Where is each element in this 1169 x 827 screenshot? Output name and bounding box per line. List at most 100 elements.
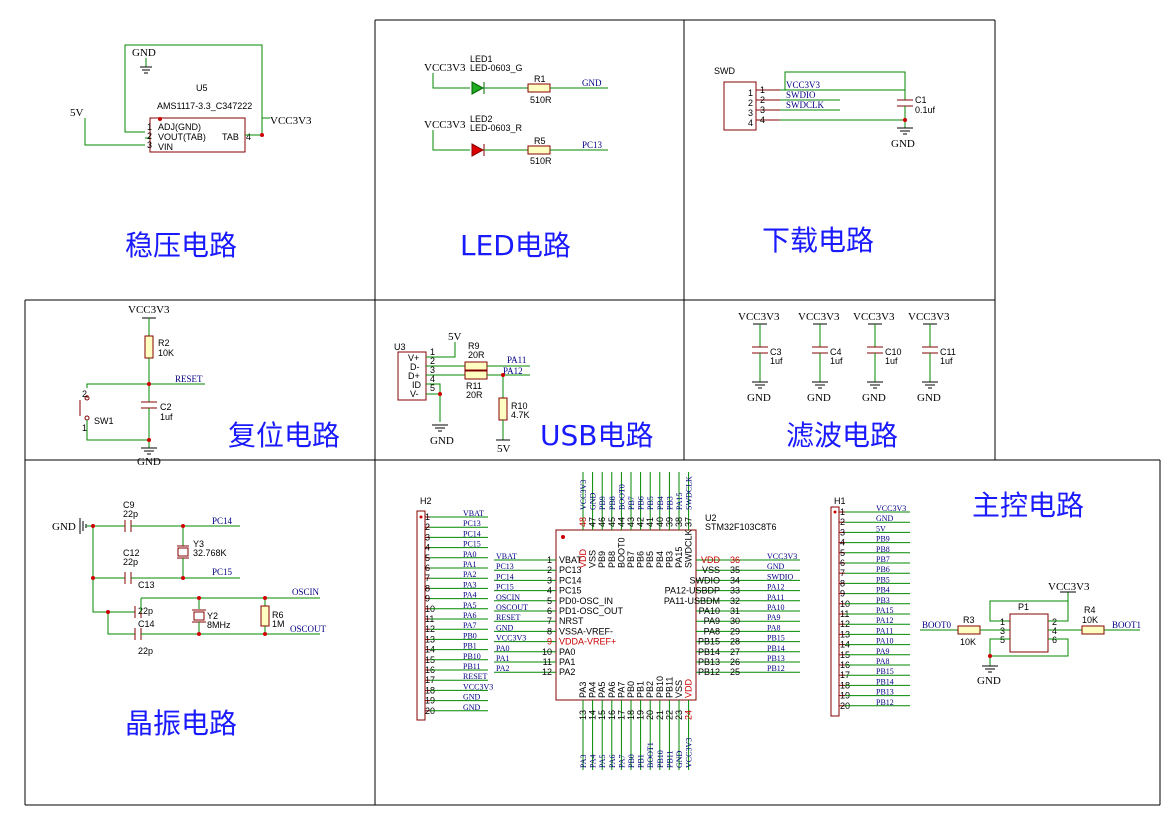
p1-pin6: 6 bbox=[1052, 635, 1057, 645]
c12-value: 22p bbox=[123, 557, 138, 567]
mcu-bottom-net: PB11 bbox=[665, 751, 674, 769]
h1-pin-number: 4 bbox=[840, 538, 845, 548]
usb-pin-dplus: D+ bbox=[408, 371, 420, 381]
mcu-bottom-pin-number: 20 bbox=[645, 710, 655, 720]
usb-gnd-label: GND bbox=[430, 435, 454, 447]
mcu-right-pin-number: 32 bbox=[730, 596, 740, 606]
mcu-left-pin-name: VSSA-VREF- bbox=[559, 626, 613, 636]
swd-vcc-net: VCC3V3 bbox=[786, 80, 821, 90]
mcu-bottom-pin-name: VDD bbox=[684, 678, 694, 698]
reg-gnd-label: GND bbox=[132, 47, 156, 59]
mcu-right-net: PB12 bbox=[767, 664, 785, 673]
h1-ref: H1 bbox=[834, 496, 846, 506]
mcu-top-pin-name: BOOT0 bbox=[616, 537, 626, 568]
mcu-right-pin-number: 35 bbox=[730, 565, 740, 575]
r5-ref: R5 bbox=[534, 136, 546, 146]
usb-pin-vplus: V+ bbox=[408, 353, 419, 363]
mcu-bottom-pin-name: PB10 bbox=[655, 676, 665, 698]
filter-cap-value: 1uf bbox=[885, 356, 898, 366]
mcu-right-pin-name: VDD bbox=[701, 555, 721, 565]
h2-net-label: PB0 bbox=[463, 631, 477, 640]
mcu-right-pin-number: 30 bbox=[730, 616, 740, 626]
h2-net-label: GND bbox=[463, 693, 481, 702]
h1-net-label: PB6 bbox=[876, 565, 890, 574]
h1-net-label: PB5 bbox=[876, 575, 890, 584]
h1-net-label: PB9 bbox=[876, 535, 890, 544]
mcu-bottom-pin-number: 16 bbox=[607, 710, 617, 720]
mcu-top-pin-name: PB6 bbox=[636, 551, 646, 568]
mcu-bottom-pin-name: PA5 bbox=[597, 682, 607, 698]
mcu-left-pin-name: PA0 bbox=[559, 647, 575, 657]
usb-num1: 1 bbox=[430, 347, 435, 357]
r3-value: 10K bbox=[960, 637, 976, 647]
mcu-right-pin-number: 25 bbox=[730, 667, 740, 677]
mcu-bottom-pin-name: PA6 bbox=[607, 682, 617, 698]
h1-pin-number: 11 bbox=[840, 609, 849, 619]
filter-cap-ref: C4 bbox=[830, 347, 842, 357]
usb-pin-dminus: D- bbox=[410, 362, 420, 372]
swd-pnum3: 3 bbox=[760, 105, 765, 115]
mcu-bottom-pin-number: 13 bbox=[578, 710, 588, 720]
mcu-top-net: GND bbox=[589, 492, 598, 510]
mcu-top-pin-name: SWDCLK bbox=[684, 529, 694, 568]
c13-ref: C13 bbox=[138, 580, 155, 590]
r11-value: 20R bbox=[466, 390, 483, 400]
mcu-right-pin-number: 36 bbox=[730, 555, 740, 565]
mcu-bottom-pin-name: VSS bbox=[674, 680, 684, 698]
mcu-right-pin-name: PB15 bbox=[698, 637, 720, 647]
mcu-left-pin-name: VDDA-VREF+ bbox=[559, 637, 616, 647]
usb-num2: 2 bbox=[430, 356, 435, 366]
title-oscillator: 晶振电路 bbox=[125, 707, 237, 740]
reg-ref: U5 bbox=[196, 83, 208, 93]
reg-pin-num-3: 3 bbox=[147, 140, 152, 150]
mcu-right-net: GND bbox=[767, 562, 785, 571]
mcu-right-pin-name: PA12-USBDP bbox=[665, 586, 720, 596]
filter-gnd-label: GND bbox=[862, 392, 886, 404]
p1-pin1: 1 bbox=[1000, 617, 1005, 627]
h2-net-label: PC15 bbox=[463, 540, 481, 549]
mcu-left-pin-name: PC15 bbox=[559, 586, 582, 596]
h2-pin-number: 11 bbox=[425, 614, 434, 624]
r10-ref: R10 bbox=[511, 401, 528, 411]
mcu-bottom-pin-name: PA7 bbox=[616, 682, 626, 698]
mcu-bottom-net: PB0 bbox=[627, 754, 636, 768]
r10-value: 4.7K bbox=[511, 410, 530, 420]
h2-pin-number: 1 bbox=[425, 512, 430, 522]
led-circuit: VCC3V3 LED1 LED-0603_G R1 510R GND VCC3V… bbox=[424, 54, 608, 166]
c9-value: 22p bbox=[123, 509, 138, 519]
rst-reset-net: RESET bbox=[175, 374, 203, 384]
h1-net-label: PB13 bbox=[876, 688, 894, 697]
mcu-top-pin-name: PB8 bbox=[607, 551, 617, 568]
mcu-right-net: PA10 bbox=[767, 603, 785, 612]
mcu-right-pin-number: 33 bbox=[730, 586, 740, 596]
h1-pin-number: 6 bbox=[840, 558, 845, 568]
h2-net-label: PA1 bbox=[463, 560, 477, 569]
mcu-top-pin-number: 42 bbox=[636, 517, 646, 527]
p1-ref: P1 bbox=[1018, 602, 1029, 612]
r11-ref: R11 bbox=[466, 381, 482, 391]
title-reset: 复位电路 bbox=[228, 419, 340, 452]
h1-pin-number: 9 bbox=[840, 589, 845, 599]
led2-value: LED-0603_R bbox=[470, 123, 523, 133]
h2-net-label: PA5 bbox=[463, 601, 477, 610]
mcu-right-net: PA9 bbox=[767, 613, 781, 622]
mcu-bottom-net: PB1 bbox=[637, 754, 646, 768]
mcu-right-net: SWDIO bbox=[767, 572, 793, 581]
mcu-bottom-net: VCC3V3 bbox=[685, 738, 694, 768]
h1-net-label: PB14 bbox=[876, 677, 894, 686]
usb-pa12-net: PA12 bbox=[503, 366, 523, 376]
mcu-bottom-pin-number: 17 bbox=[616, 710, 626, 720]
mcu-left-pin-number: 1 bbox=[547, 555, 552, 565]
h2-net-label: PC14 bbox=[463, 529, 481, 538]
boot-vcc-label: VCC3V3 bbox=[1048, 581, 1090, 593]
boot1-net: BOOT1 bbox=[1112, 620, 1141, 630]
p1-pin3: 3 bbox=[1000, 626, 1005, 636]
mcu-right-pin-number: 34 bbox=[730, 575, 740, 585]
title-usb: USB电路 bbox=[540, 419, 653, 452]
mcu-top-net: PB8 bbox=[608, 496, 617, 510]
osc-oscout-net: OSCOUT bbox=[290, 624, 327, 634]
r4-ref: R4 bbox=[1084, 605, 1096, 615]
mcu-bottom-pin-number: 15 bbox=[597, 710, 607, 720]
